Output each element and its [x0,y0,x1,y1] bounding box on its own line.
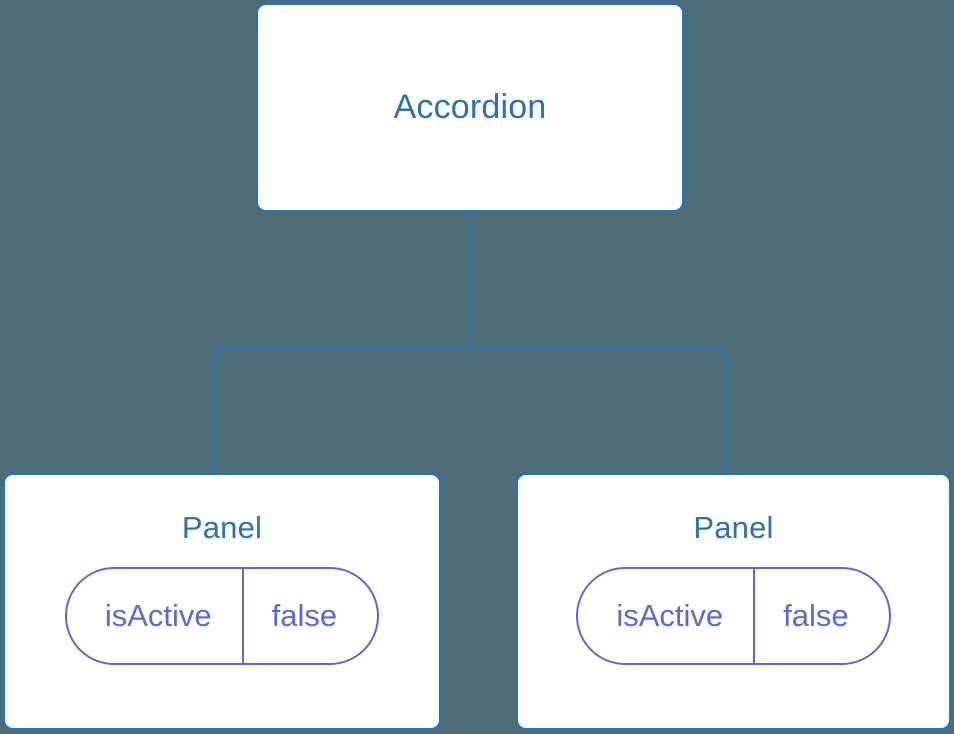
prop-pill-right-value: false [783,598,849,634]
prop-pill-right-key: isActive [578,569,756,664]
node-panel-right-label: Panel [693,510,774,545]
prop-pill-left-value: false [271,598,338,634]
node-panel-left-label: Panel [181,510,263,545]
connector-bus-to-right-child [470,346,727,474]
node-accordion[interactable]: Accordion [255,2,685,213]
connector-bus-to-left-child [211,346,471,474]
prop-pill-left-key: isActive [67,569,244,664]
prop-pill-right[interactable]: isActive false [576,567,891,666]
node-panel-right[interactable]: Panel isActive false [515,472,952,731]
node-panel-left[interactable]: Panel isActive false [2,472,442,731]
node-accordion-label: Accordion [393,87,547,126]
prop-pill-left[interactable]: isActive false [64,567,380,666]
